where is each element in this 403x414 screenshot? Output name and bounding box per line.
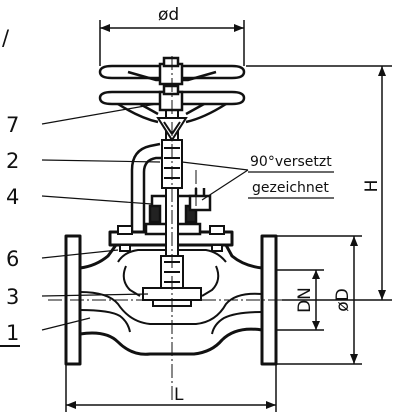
dimension-lines [65,20,392,412]
callout-2: 2 [6,149,19,173]
callout-6: 6 [6,247,19,271]
callout-7: 7 [6,113,19,137]
leader-lines [41,103,334,331]
callout-4: 4 [6,185,19,209]
handwheel [98,56,246,124]
dim-outer-diameter: øD [333,288,353,312]
edge-mark: / [2,26,10,50]
note-line-1: 90°versetzt [250,154,332,170]
dim-length: L [174,385,184,405]
callout-1: 1 [6,321,19,345]
dim-nominal-diameter: DN [295,287,315,313]
note-line-2: gezeichnet [252,180,329,196]
dim-height: H [362,180,382,193]
flange-bolts [117,225,225,252]
dimension-arrowheads [66,24,386,409]
dim-handwheel-diameter: ød [158,5,179,25]
callout-3: 3 [6,285,19,309]
center-lines [48,56,300,402]
